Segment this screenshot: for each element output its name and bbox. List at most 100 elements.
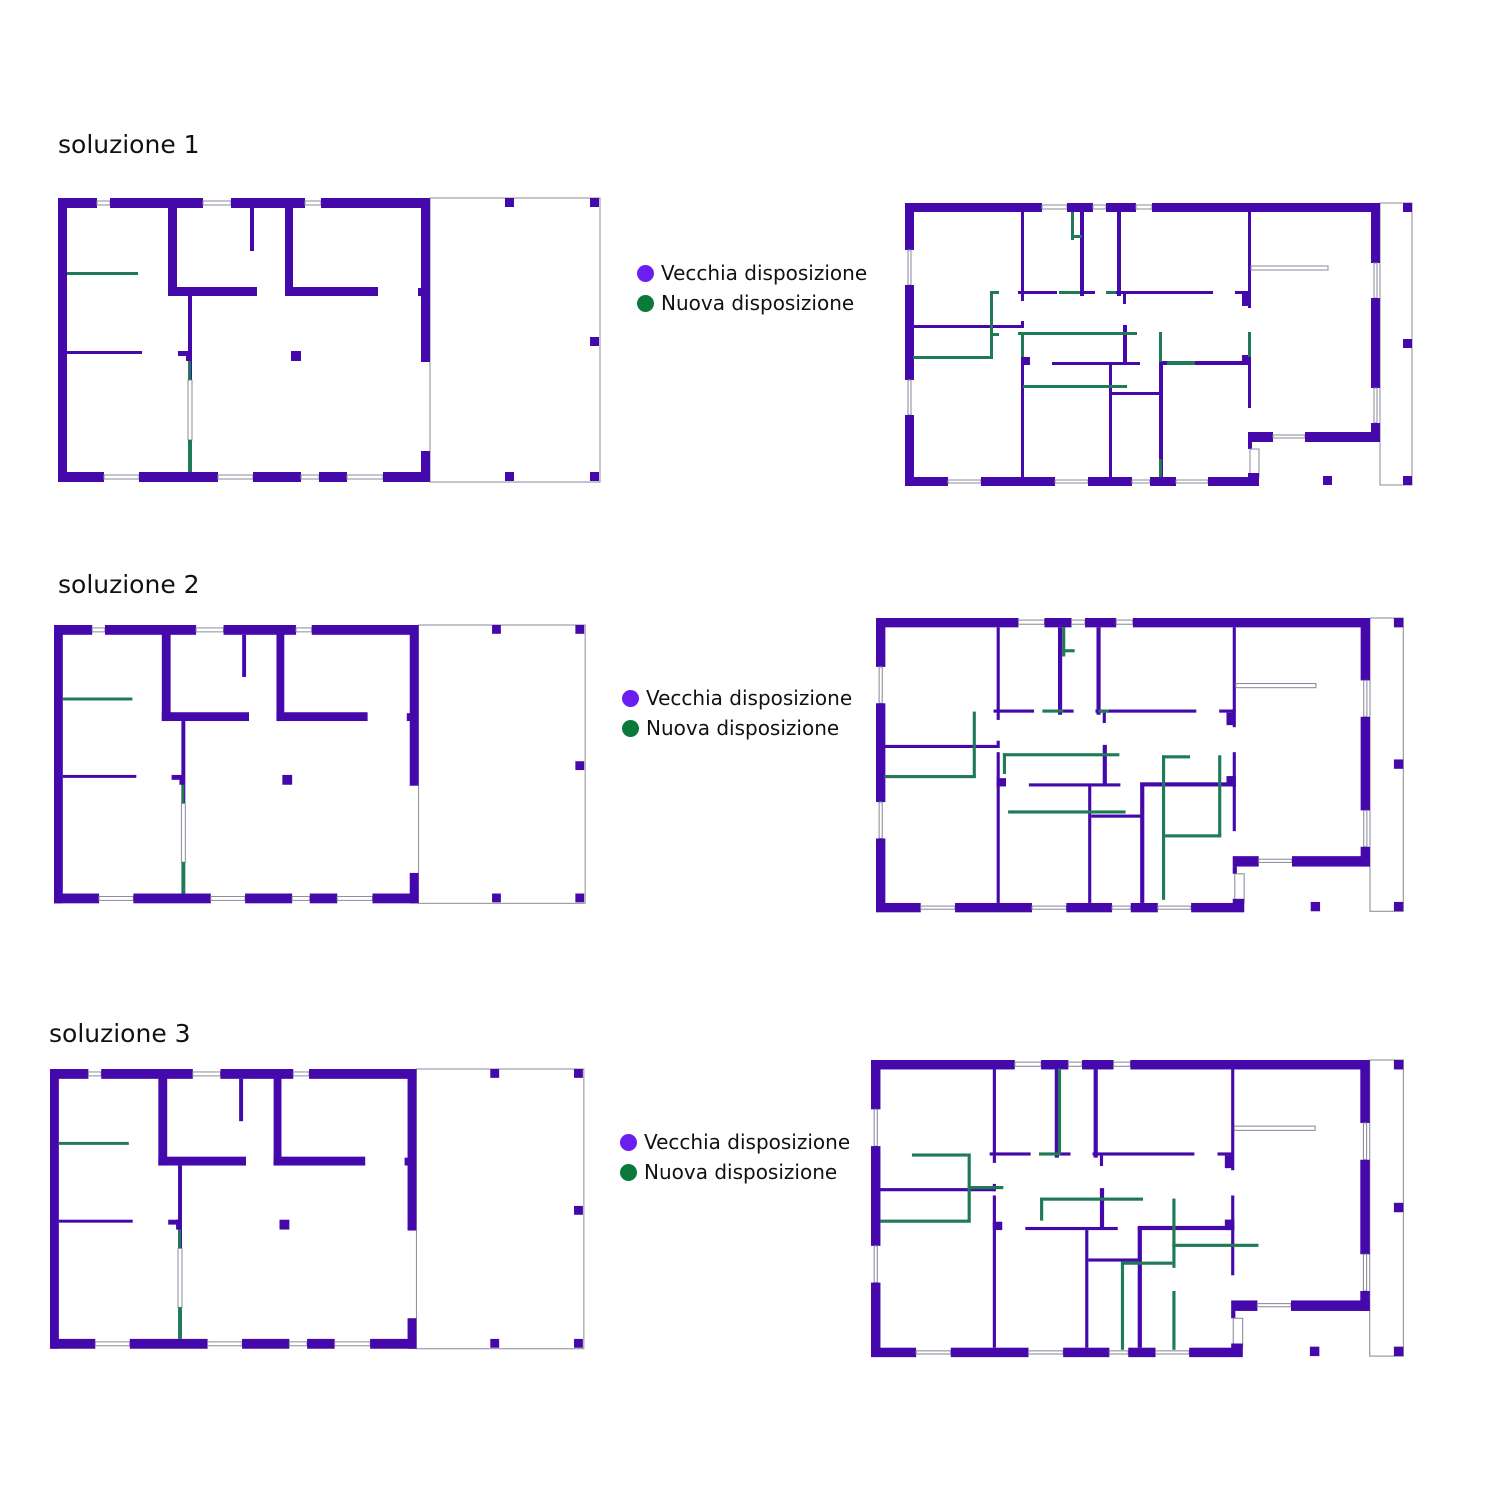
window	[1115, 619, 1134, 625]
old-wall	[1080, 212, 1084, 296]
window	[180, 802, 186, 863]
old-wall	[1231, 1300, 1258, 1311]
old-wall	[372, 893, 419, 904]
old-wall	[1360, 1060, 1370, 1123]
window	[304, 200, 322, 206]
old-wall	[1231, 1310, 1236, 1319]
window	[334, 1341, 371, 1347]
window	[96, 200, 111, 206]
old-wall	[176, 1219, 182, 1230]
old-wall	[1248, 332, 1251, 408]
old-wall	[1028, 783, 1121, 787]
old-wall	[1208, 477, 1259, 486]
old-wall	[1091, 814, 1142, 818]
new-wall	[1039, 1152, 1060, 1156]
old-wall	[1137, 1226, 1142, 1348]
old-wall	[492, 893, 501, 903]
old-wall	[188, 296, 192, 380]
old-wall	[1044, 618, 1072, 628]
old-wall	[876, 618, 1019, 628]
window	[217, 474, 254, 480]
old-wall	[1132, 618, 1370, 628]
old-wall	[307, 1338, 335, 1349]
old-wall	[1054, 1152, 1071, 1156]
old-wall	[279, 1219, 290, 1230]
window	[1175, 479, 1209, 484]
old-wall	[992, 1221, 1003, 1231]
old-wall	[276, 625, 285, 722]
old-wall	[1130, 902, 1158, 913]
old-wall	[1242, 355, 1251, 365]
old-wall	[1085, 1230, 1089, 1348]
new-wall	[1106, 291, 1116, 294]
old-wall	[574, 1069, 583, 1078]
new-wall	[178, 1226, 182, 1249]
old-wall	[50, 1338, 96, 1349]
new-wall	[1040, 1197, 1044, 1221]
old-wall	[1128, 1347, 1156, 1358]
old-wall	[54, 625, 63, 904]
window	[192, 1071, 221, 1077]
window	[1113, 1061, 1131, 1067]
legend-new-label: Nuova disposizione	[646, 716, 840, 740]
window	[1017, 619, 1045, 625]
old-wall	[220, 1069, 294, 1079]
old-wall	[575, 893, 585, 903]
new-wall	[188, 358, 191, 380]
old-wall	[871, 1146, 881, 1246]
old-wall	[291, 351, 301, 361]
old-wall	[996, 752, 1000, 903]
old-wall	[181, 721, 186, 804]
old-wall	[321, 198, 430, 208]
old-wall	[1150, 477, 1176, 486]
old-wall	[1393, 759, 1404, 769]
old-wall	[1092, 1152, 1195, 1156]
window	[1108, 1350, 1129, 1355]
old-wall	[955, 902, 1032, 913]
legend-solution-3: Vecchia disposizione Nuova disposizione	[620, 1127, 850, 1187]
old-wall	[876, 902, 921, 913]
new-wall	[1040, 1197, 1143, 1201]
new-wall	[884, 775, 976, 779]
old-wall	[1123, 294, 1126, 304]
old-wall	[989, 1152, 1031, 1156]
old-floor-plan-2	[54, 624, 586, 904]
old-wall	[905, 285, 914, 380]
old-layout-dot-icon	[622, 689, 639, 707]
window	[873, 1108, 878, 1147]
window	[207, 1341, 243, 1347]
window	[873, 1245, 878, 1284]
window	[907, 379, 912, 416]
new-floor-plan-1	[905, 202, 1413, 486]
legend-old-label: Vecchia disposizione	[661, 261, 868, 285]
old-wall	[1021, 212, 1024, 301]
old-wall	[1021, 357, 1030, 365]
solution-3-title: soluzione 3	[49, 1019, 191, 1048]
old-wall	[1025, 1226, 1118, 1231]
old-wall	[1021, 332, 1024, 477]
old-wall	[1058, 709, 1074, 713]
new-wall	[1062, 627, 1066, 657]
old-wall	[871, 1347, 917, 1358]
window	[346, 474, 384, 480]
old-wall	[404, 1157, 409, 1166]
old-wall	[992, 1069, 996, 1163]
old-wall	[575, 761, 585, 771]
window	[1031, 905, 1067, 910]
old-wall	[1403, 203, 1412, 212]
old-wall	[101, 1069, 193, 1079]
old-wall	[1248, 473, 1259, 485]
window	[295, 627, 313, 633]
new-wall	[1023, 385, 1127, 388]
window	[415, 1068, 585, 1350]
old-wall	[54, 625, 93, 635]
old-wall	[1232, 752, 1236, 832]
old-wall	[1041, 1060, 1069, 1070]
old-wall	[1063, 1347, 1110, 1358]
old-wall	[574, 1205, 583, 1215]
legend-old-label: Vecchia disposizione	[646, 686, 853, 710]
old-wall	[407, 1318, 417, 1349]
old-wall	[1018, 291, 1057, 294]
old-wall	[905, 415, 914, 485]
old-wall	[67, 351, 142, 354]
